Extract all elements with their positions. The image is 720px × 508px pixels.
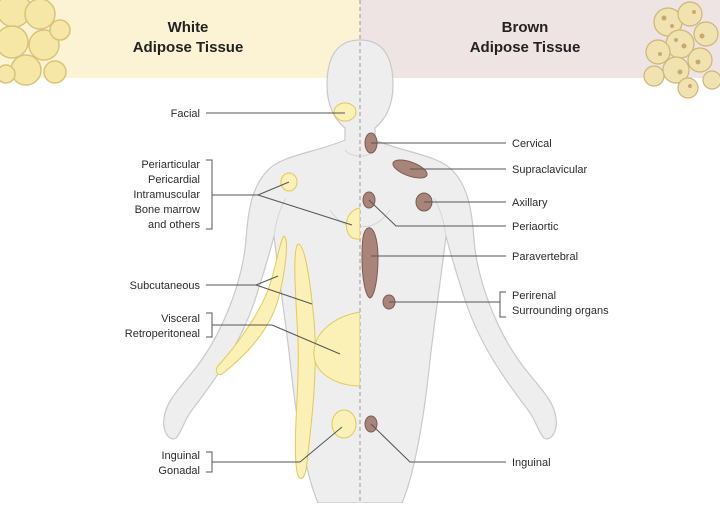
label-periarticular: Periarticular <box>141 159 200 171</box>
label-facial: Facial <box>171 108 200 120</box>
label-visceral: Visceral <box>161 313 200 325</box>
label-retroperitoneal: Retroperitoneal <box>125 328 200 340</box>
label-axillary: Axillary <box>512 197 548 209</box>
visceral-fat-depot <box>313 311 360 387</box>
paravertebral-fat-depot <box>361 227 379 299</box>
label-perirenal: Perirenal <box>512 290 556 302</box>
label-inguinal-brown: Inguinal <box>512 457 551 469</box>
label-supraclavicular: Supraclavicular <box>512 164 588 176</box>
brown-fat-depots <box>361 132 433 433</box>
brown-panel-title-line2: Adipose Tissue <box>470 39 581 56</box>
subcutaneous-trunk-fat-depot <box>294 243 316 479</box>
label-periaortic: Periaortic <box>512 221 559 233</box>
label-bone-marrow: Bone marrow <box>135 204 200 216</box>
label-intramuscular: Intramuscular <box>133 189 200 201</box>
inguinal-gonadal-fat-depot <box>331 409 357 439</box>
white-panel-title-line2: Adipose Tissue <box>133 39 244 56</box>
white-panel-title-line1: White <box>168 19 209 36</box>
facial-fat-depot <box>333 102 357 122</box>
label-surrounding-organs: Surrounding organs <box>512 305 609 317</box>
label-cervical: Cervical <box>512 138 552 150</box>
label-pericardial: Pericardial <box>148 174 200 186</box>
subcutaneous-arm-fat-depot <box>215 235 287 375</box>
label-inguinal-white: Inguinal <box>161 450 200 462</box>
white-adipocyte-cluster-icon <box>0 0 71 86</box>
label-gonadal: Gonadal <box>158 465 200 477</box>
intramuscular-fat-depot <box>345 207 360 240</box>
white-fat-depots <box>215 102 360 479</box>
brown-panel-title-line1: Brown <box>502 19 549 36</box>
leader-lines <box>206 112 506 473</box>
label-paravertebral: Paravertebral <box>512 251 578 263</box>
label-subcutaneous: Subcutaneous <box>130 280 201 292</box>
human-body-silhouette <box>163 39 557 504</box>
label-and-others: and others <box>148 219 200 231</box>
brown-adipocyte-cluster-icon <box>643 1 720 99</box>
